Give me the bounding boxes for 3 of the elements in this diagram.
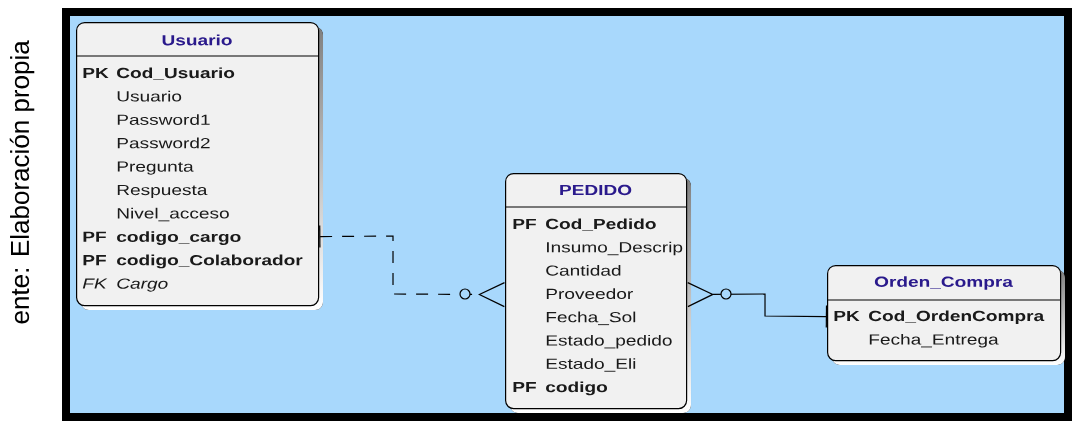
source-note: ente: Elaboración propia [9,40,35,324]
relationship-line [687,282,828,329]
relationship-line [319,225,506,308]
